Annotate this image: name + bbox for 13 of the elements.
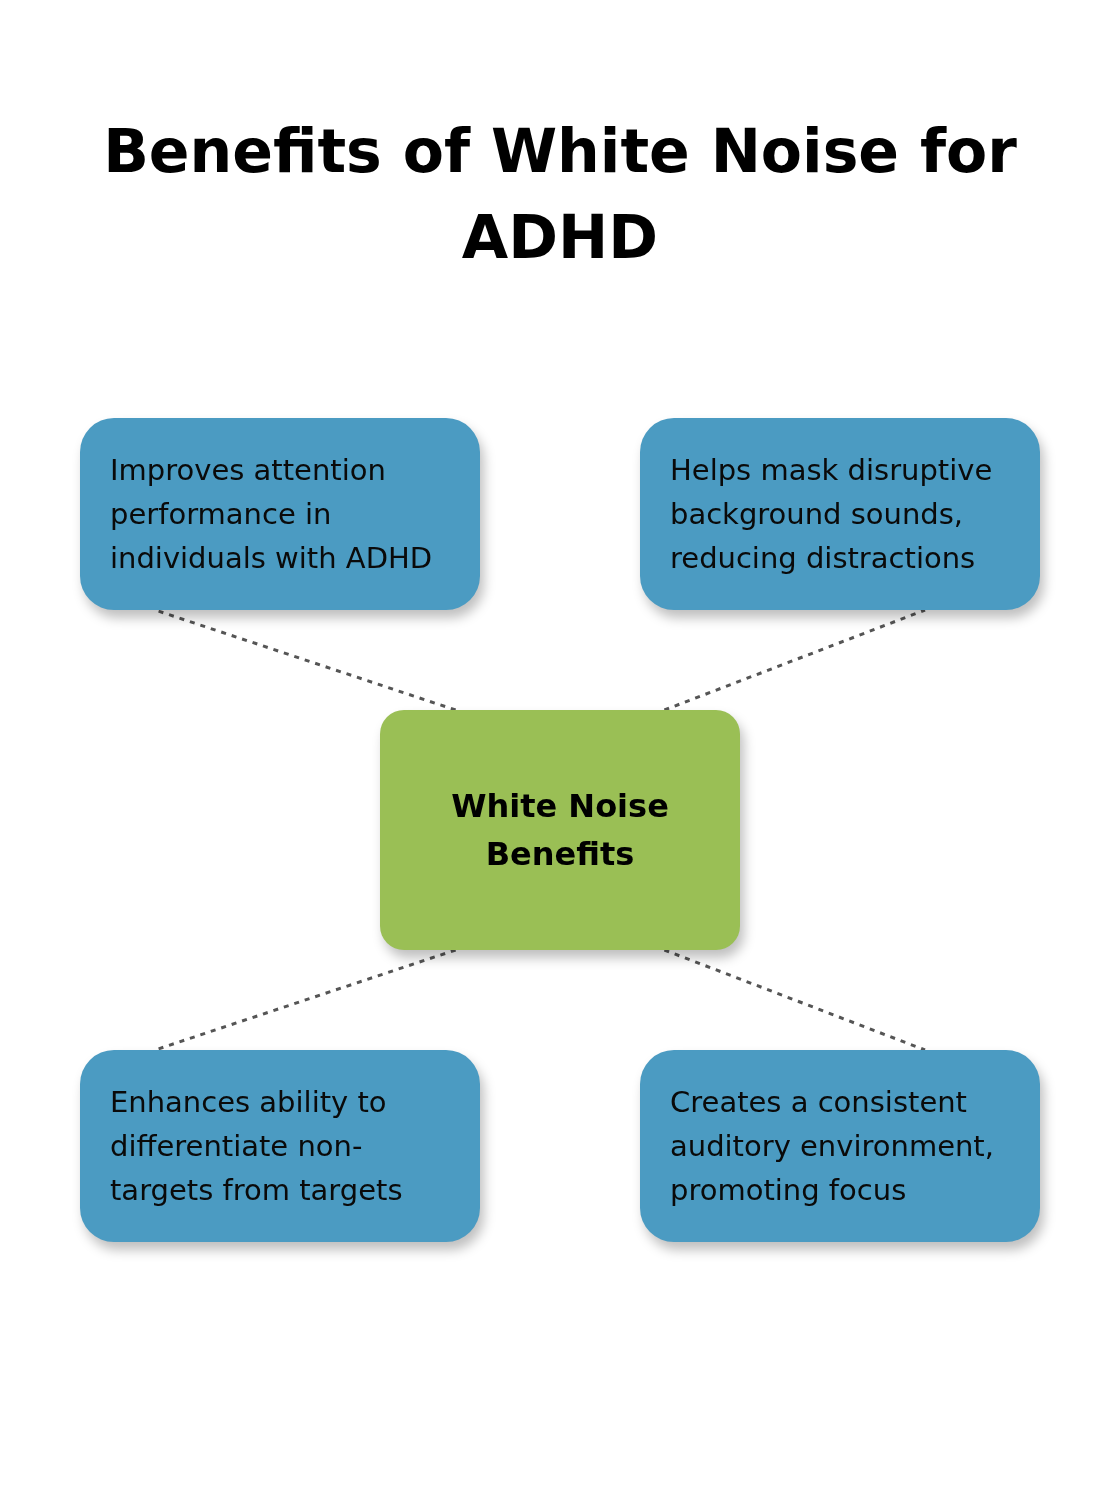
title: Benefits of White Noise for ADHD xyxy=(102,115,1018,274)
benefit-text: Creates a consistent auditory environment, promoting focus xyxy=(670,1084,995,1209)
center-box xyxy=(380,710,740,950)
dotted-connector xyxy=(663,948,926,1052)
benefit-text: Enhances ability to differentiate non-targets from targets xyxy=(110,1084,404,1209)
center-label: White Noise Benefits xyxy=(450,786,670,875)
benefit-box xyxy=(640,1050,1040,1242)
benefit-box xyxy=(80,1050,480,1242)
benefit-box xyxy=(640,418,1040,610)
benefit-text: Improves attention performance in individuals with ADHD xyxy=(110,452,434,577)
benefit-box xyxy=(80,418,480,610)
benefit-text: Helps mask disruptive background sounds, reducing distractions xyxy=(670,452,994,577)
dotted-connector xyxy=(663,608,926,712)
